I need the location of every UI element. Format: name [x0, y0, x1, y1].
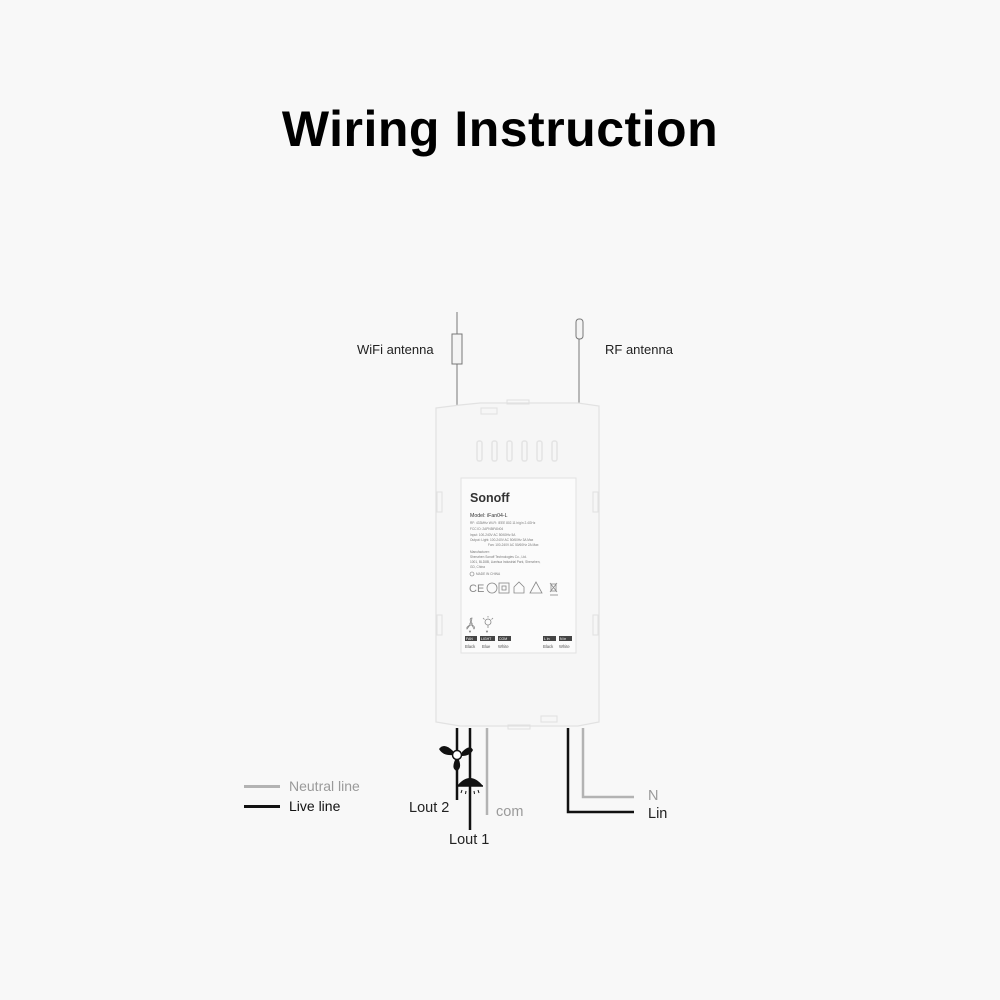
wifi-antenna [451, 312, 463, 405]
spec-line-10: MADE IN CHINA [476, 572, 501, 576]
spec-line-5: Fan: 100-240V AC 50/60Hz 2A Max [488, 543, 539, 547]
lin-label: Lin [648, 806, 668, 822]
svg-text:▼: ▼ [485, 629, 489, 634]
lout1-label: Lout 1 [449, 832, 490, 848]
live-line-swatch [244, 805, 280, 808]
terminal-tag-light: LIGHT [481, 637, 492, 641]
lin-wire [566, 728, 634, 814]
brand-logo: Sonoff [470, 491, 510, 505]
page-title: Wiring Instruction [281, 101, 719, 157]
svg-text:CE: CE [469, 583, 484, 595]
live-line-label: Live line [289, 798, 341, 814]
neutral-line-swatch [244, 785, 280, 788]
lout2-label: Lout 2 [409, 800, 450, 816]
terminal-color-fan: Black [465, 644, 476, 649]
spec-line-4: Output: Light: 100-240V AC 50/60Hz 3A Ma… [470, 538, 534, 542]
terminal-tag-com: COM [499, 637, 507, 641]
terminal-tag-fan: FAN [466, 637, 473, 641]
spec-line-8: 1001, BLD8B, Lianhua Industrial Park, Sh… [470, 560, 540, 564]
device-body [435, 399, 600, 730]
spec-line-3: Input: 100-240V AC 50/60Hz 5A [470, 533, 516, 537]
terminal-tag-nin: N in [560, 637, 566, 641]
terminal-tag-lin: L in [544, 637, 550, 641]
spec-line-2: FCC ID: 2APN5IFAN04 [470, 527, 503, 531]
spec-line-6: Manufacturer: [470, 550, 490, 554]
lamp-symbol-icon [457, 778, 483, 795]
n-wire [581, 728, 634, 799]
terminal-color-nin: White [559, 644, 570, 649]
neutral-line-label: Neutral line [289, 778, 360, 794]
svg-text:▼: ▼ [468, 629, 472, 634]
terminal-color-lin: Black [543, 644, 554, 649]
wires [455, 728, 634, 830]
certification-icons: CE [469, 581, 558, 596]
rf-antenna [575, 318, 584, 405]
wifi-antenna-label: WiFi antenna [357, 342, 434, 357]
light-icon [482, 616, 494, 628]
terminal-color-light: Blue [482, 644, 491, 649]
n-label: N [648, 788, 659, 804]
terminal-color-com: White [498, 644, 509, 649]
fan-icon [466, 617, 476, 630]
spec-line-7: Shenzhen Sonoff Technologies Co., Ltd. [470, 555, 527, 559]
spec-line-1: RF: 433MHz Wi-Fi: IEEE 802.11 b/g/n 2.4G… [470, 521, 536, 525]
spec-line-9: GD, China [470, 565, 485, 569]
device-label: Sonoff Model: iFan04-L RF: 433MHz Wi-Fi:… [465, 491, 572, 649]
model-text: Model: iFan04-L [470, 513, 508, 519]
rf-antenna-label: RF antenna [605, 342, 673, 357]
fan-symbol-icon [439, 745, 473, 771]
com-label: com [496, 804, 524, 820]
